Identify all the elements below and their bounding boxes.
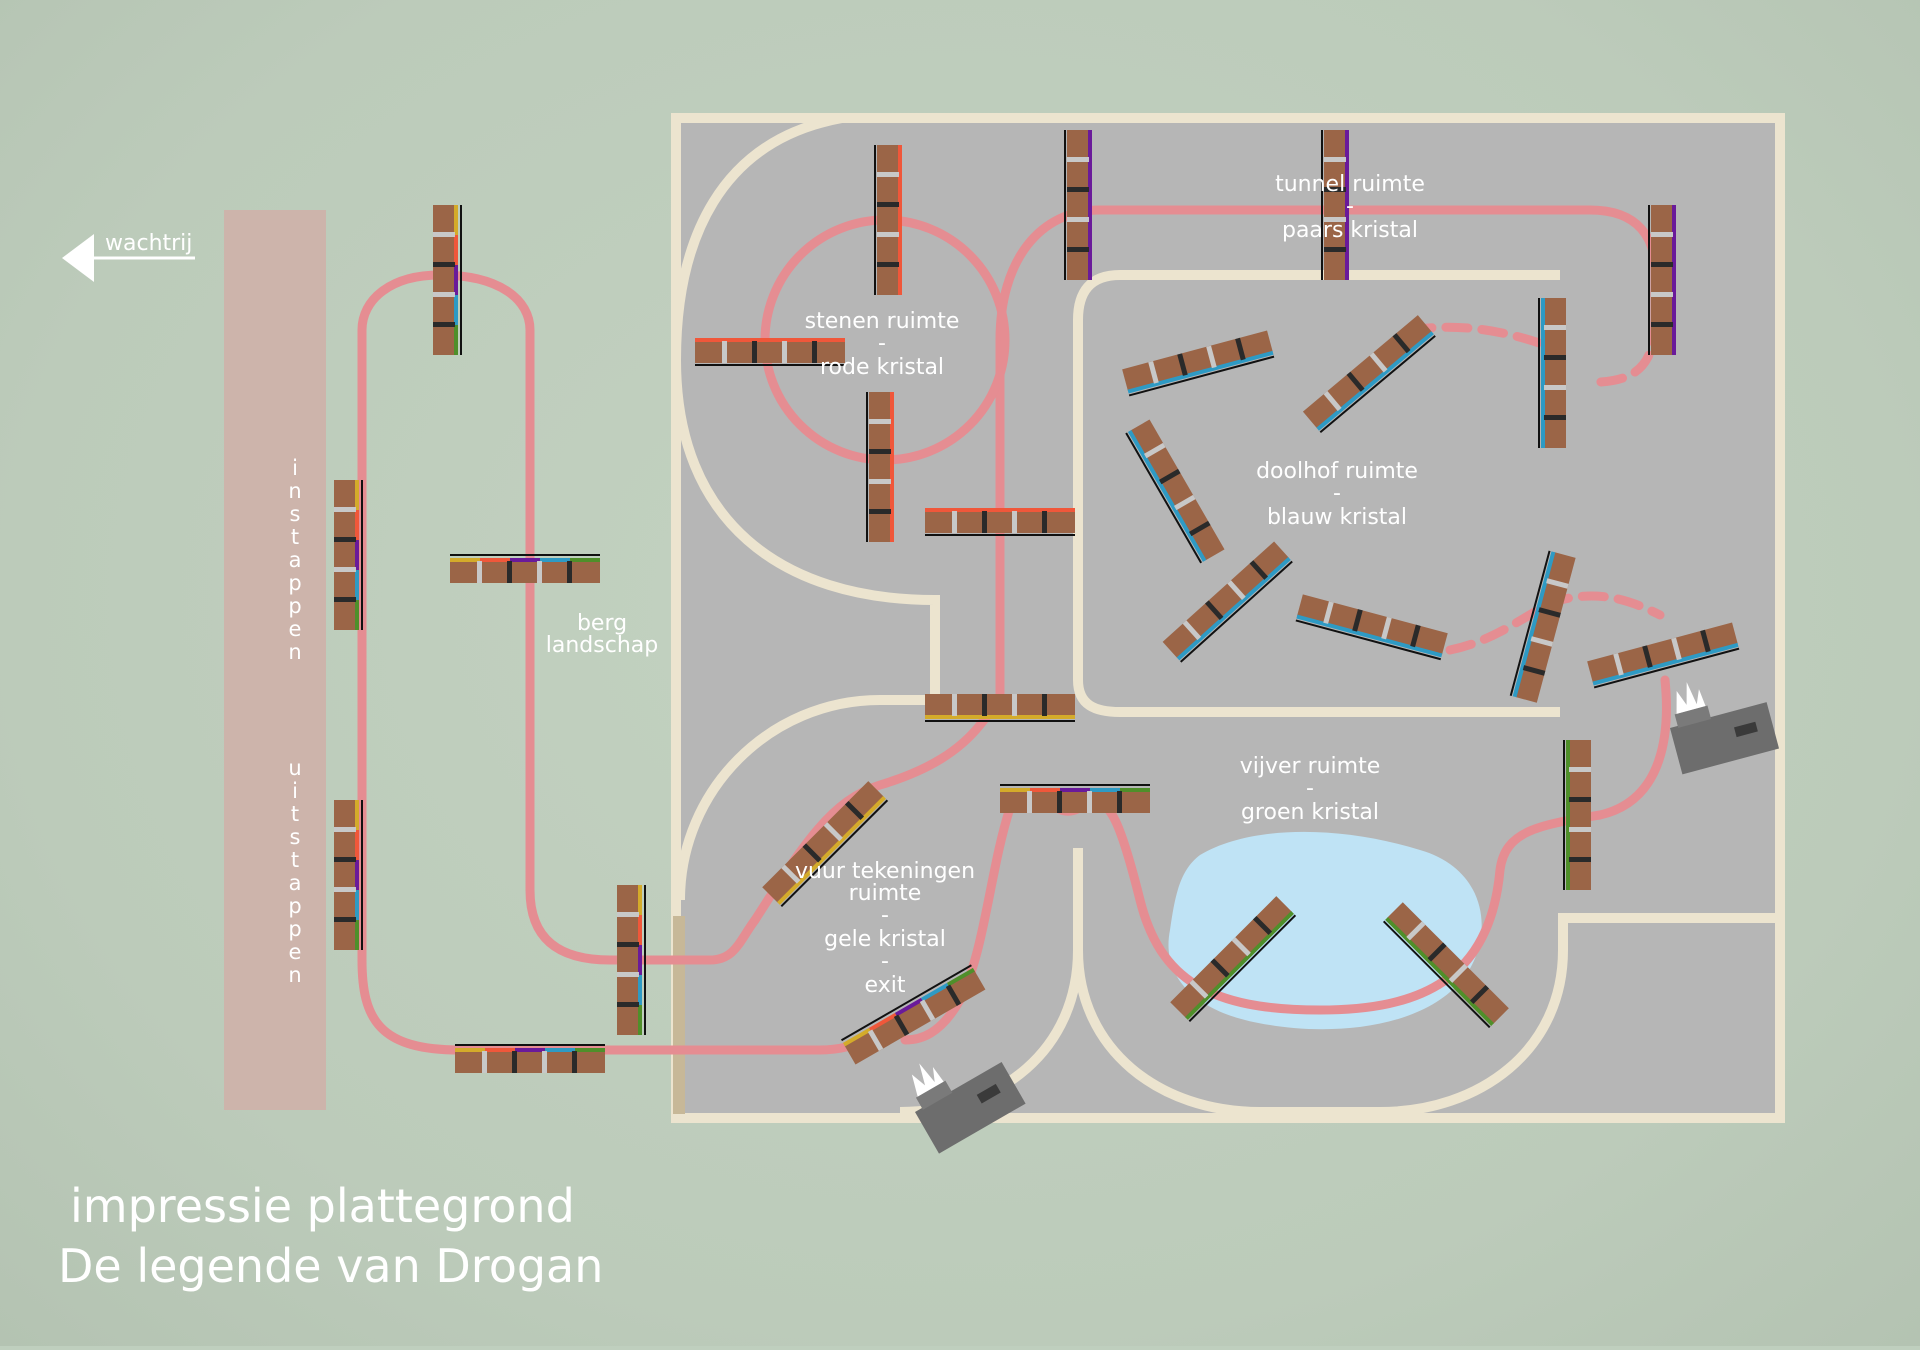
car <box>866 391 895 543</box>
car <box>1064 129 1093 281</box>
car <box>449 554 601 584</box>
doolhof-line2: blauw kristal <box>1267 505 1407 530</box>
title-line2: De legende van Drogan <box>58 1239 603 1293</box>
platform-letter: a <box>289 871 302 895</box>
car <box>924 693 1076 722</box>
vijver-sep: - <box>1306 776 1314 801</box>
pond-water <box>1168 831 1482 1030</box>
car <box>874 144 903 296</box>
platform-letter: n <box>288 479 301 503</box>
platform-letter: t <box>291 525 299 549</box>
room-label-tunnel: tunnel ruimte - paars kristal <box>1275 172 1425 243</box>
car <box>1321 129 1350 281</box>
doolhof-sep: - <box>1333 481 1341 506</box>
stenen-sep: - <box>878 331 886 356</box>
platform-letter: t <box>291 848 299 872</box>
car <box>333 799 363 951</box>
platform-letter: a <box>289 548 302 572</box>
vuur-sep2: - <box>881 949 889 974</box>
room-label-vuur: vuur tekeningen ruimte - gele kristal - … <box>795 859 975 998</box>
room-label-doolhof: doolhof ruimte - blauw kristal <box>1256 459 1418 530</box>
vuur-line2: ruimte <box>849 881 922 906</box>
platform-letter: t <box>291 802 299 826</box>
car <box>1563 739 1592 891</box>
car <box>1648 204 1677 356</box>
room-label-berg: berg landschap <box>546 611 658 658</box>
stenen-line1: stenen ruimte <box>805 309 960 334</box>
platform-letter: u <box>288 756 301 780</box>
platform-letter: s <box>290 502 301 526</box>
platform-letter: e <box>289 940 302 964</box>
platform-letter: n <box>288 963 301 987</box>
vuur-sep1: - <box>881 903 889 928</box>
platform-letter: s <box>290 825 301 849</box>
car <box>432 204 462 356</box>
station-platform <box>224 210 326 1110</box>
exit-door <box>673 916 685 1114</box>
room-label-stenen: stenen ruimte - rode kristal <box>805 309 960 380</box>
queue-label: wachtrij <box>105 231 192 256</box>
platform-letter: i <box>292 456 298 480</box>
car <box>454 1044 606 1074</box>
vuur-line4: exit <box>865 973 906 998</box>
car <box>999 784 1151 814</box>
vuur-line3: gele kristal <box>824 927 946 952</box>
tunnel-line2: paars kristal <box>1282 218 1418 243</box>
berg-line1: berg <box>577 611 627 636</box>
car <box>333 479 363 631</box>
title-line1: impressie plattegrond <box>70 1179 575 1233</box>
berg-line2: landschap <box>546 633 658 658</box>
platform-letter: n <box>288 640 301 664</box>
doolhof-line1: doolhof ruimte <box>1256 459 1418 484</box>
car <box>924 507 1076 536</box>
stenen-line2: rode kristal <box>820 355 944 380</box>
platform-letter: e <box>289 617 302 641</box>
vijver-line2: groen kristal <box>1241 800 1379 825</box>
tunnel-sep: - <box>1346 194 1354 219</box>
arrow-left-icon <box>62 234 195 282</box>
interior-walls <box>670 113 1780 1117</box>
vijver-line1: vijver ruimte <box>1240 754 1381 779</box>
room-label-vijver: vijver ruimte - groen kristal <box>1240 754 1381 825</box>
vuur-line1: vuur tekeningen <box>795 859 975 884</box>
car <box>616 884 646 1036</box>
platform-letter: p <box>288 571 301 595</box>
platform-letter: p <box>288 594 301 618</box>
car <box>1538 297 1567 449</box>
platform-letter: p <box>288 917 301 941</box>
platform-letter: p <box>288 894 301 918</box>
tunnel-line1: tunnel ruimte <box>1275 172 1425 197</box>
platform-letter: i <box>292 779 298 803</box>
